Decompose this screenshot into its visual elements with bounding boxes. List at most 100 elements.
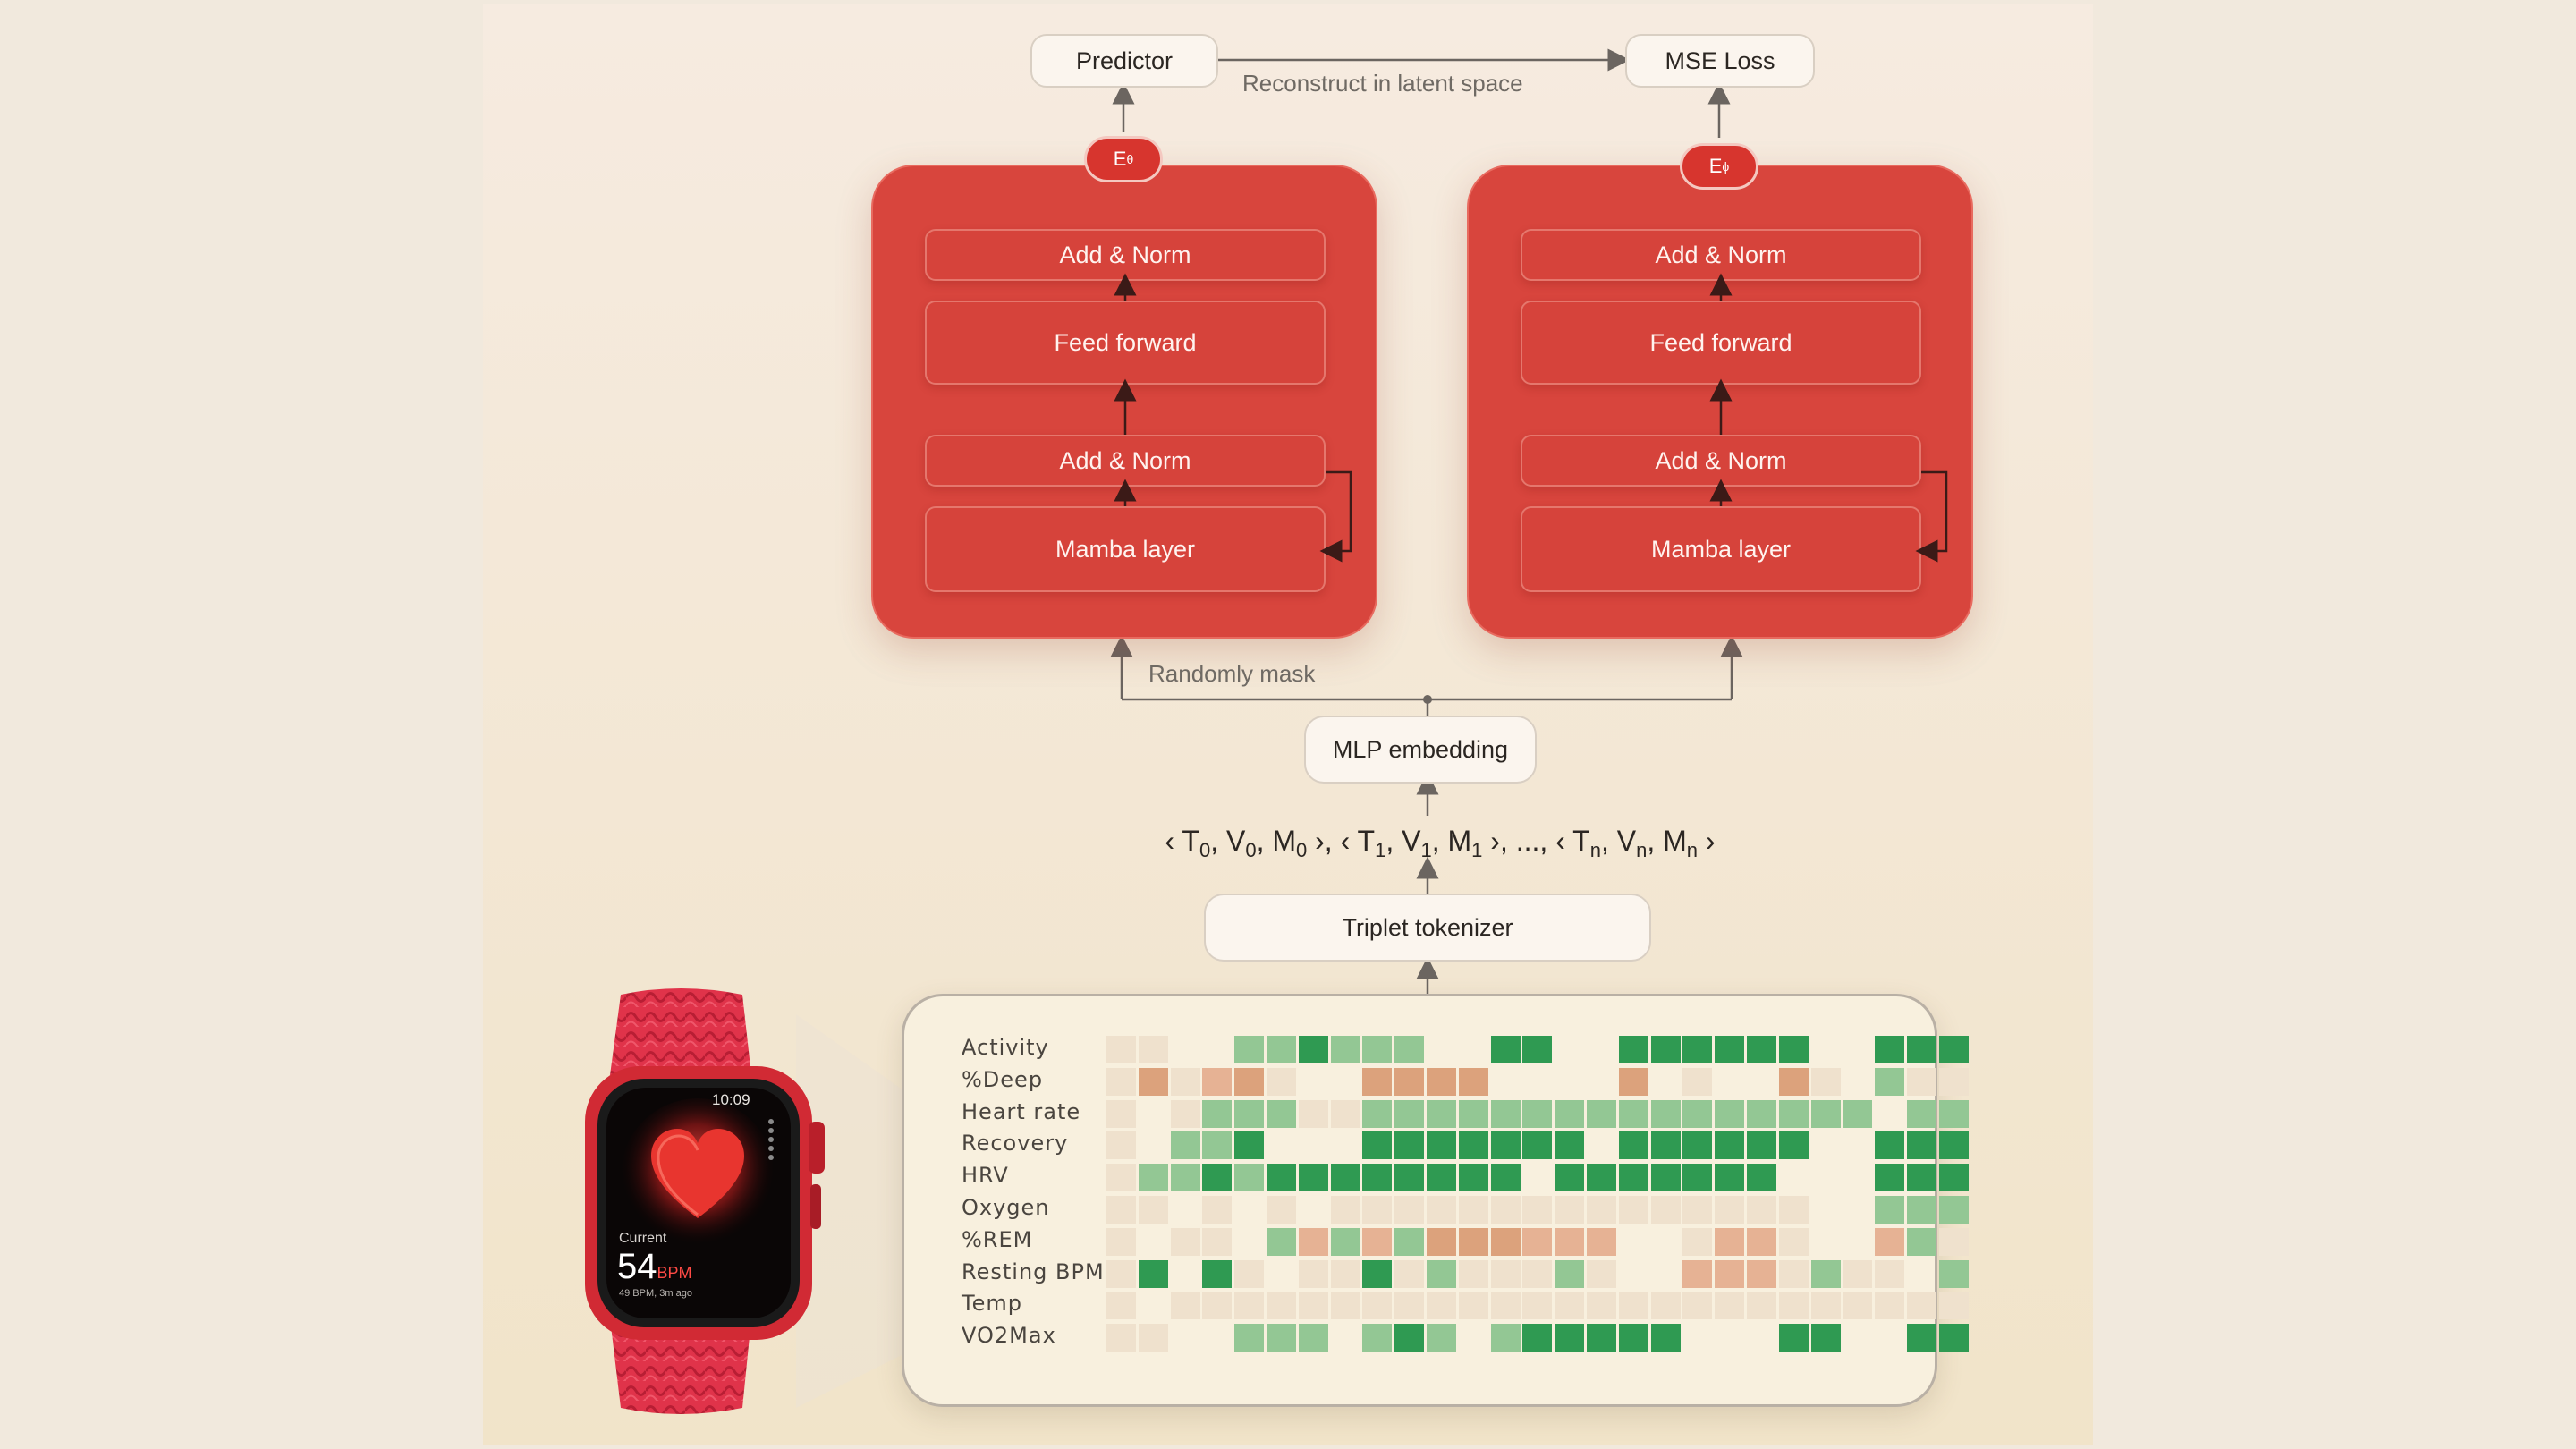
triplet-tokenizer-label: Triplet tokenizer [1342,913,1513,941]
heatmap-cell [1298,1036,1328,1063]
heatmap-cell [1907,1131,1936,1160]
heatmap-cell [1427,1196,1456,1224]
heatmap-cell [1747,1164,1776,1192]
heatmap-cell [1907,1036,1936,1063]
heatmap-cell [1394,1324,1425,1352]
heatmap-cell [1715,1196,1745,1224]
heatmap-cell [1618,1067,1648,1096]
heatmap-cell [1587,1324,1616,1352]
layer-label: Add & Norm [1655,241,1787,268]
heatmap-cell [1267,1099,1296,1128]
heatmap-cell [1362,1036,1393,1063]
heatmap-cell [1522,1196,1553,1224]
heatmap-cell [1907,1099,1936,1128]
heatmap-cell [1427,1067,1456,1096]
heatmap-cell [1938,1131,1969,1160]
target-encoder: Add & Norm Feed forward Add & Norm Mamba… [1467,165,1973,639]
heatmap-cell [1810,1259,1841,1288]
heatmap-cell [1106,1227,1136,1256]
heatmap-cell [1427,1324,1456,1352]
heatmap-cell [1427,1164,1456,1192]
heatmap-cell [1938,1292,1969,1320]
heatmap-cell [1234,1292,1265,1320]
diagram-slide: Predictor MSE Loss Reconstruct in latent… [483,4,2093,1445]
heatmap-cell [1650,1164,1681,1192]
heatmap-cell [1778,1227,1809,1256]
add-norm-block-bottom: Add & Norm [1521,435,1921,487]
heatmap-cell [1747,1259,1776,1288]
heatmap-cell [1907,1196,1936,1224]
heatmap-cell [1427,1099,1456,1128]
heatmap-cell [1682,1164,1713,1192]
heatmap-cell [1458,1259,1488,1288]
heatmap-cell [1522,1099,1553,1128]
heatmap-row-label: Temp [962,1291,1022,1317]
heatmap-cell [1170,1099,1200,1128]
heatmap-cell [1362,1099,1393,1128]
heatmap-cell [1106,1324,1136,1352]
heatmap-cell [1618,1036,1648,1063]
layer-label: Mamba layer [1055,535,1196,563]
watch-bpm-value: 54 [617,1247,657,1286]
heatmap-cell [1394,1259,1425,1288]
heatmap-cell [1330,1036,1360,1063]
heatmap-cell [1394,1292,1425,1320]
heatmap-cell [1490,1099,1521,1128]
heatmap-cell [1747,1036,1776,1063]
heatmap-cell [1298,1292,1328,1320]
heatmap-cell [1747,1292,1776,1320]
heatmap-cell [1650,1099,1681,1128]
encoder-internal-arrows [1709,273,1948,563]
heatmap-cell [1362,1292,1393,1320]
heatmap-row-label: Oxygen [962,1195,1050,1220]
heatmap-cell [1267,1196,1296,1224]
heatmap-cell [1490,1227,1521,1256]
heatmap-cell [1715,1164,1745,1192]
heatmap-cell [1778,1067,1809,1096]
heatmap-row-label: Recovery [962,1131,1069,1157]
heatmap-cell [1362,1227,1393,1256]
heatmap-cell [1618,1196,1648,1224]
heatmap-cell [1298,1324,1328,1352]
heatmap-cell [1778,1099,1809,1128]
heatmap-cell [1490,1164,1521,1192]
heatmap-cell [1555,1259,1585,1288]
heatmap-cell [1490,1196,1521,1224]
heatmap-cell [1490,1259,1521,1288]
heatmap-cell [1522,1292,1553,1320]
heatmap-cell [1555,1324,1585,1352]
heatmap-cell [1362,1131,1393,1160]
heatmap-cell [1587,1099,1616,1128]
heatmap-cell [1330,1099,1360,1128]
heatmap-cell [1587,1259,1616,1288]
heatmap-cell [1522,1036,1553,1063]
heatmap-cell [1778,1292,1809,1320]
heatmap-cell [1907,1324,1936,1352]
heatmap-cell [1715,1227,1745,1256]
heatmap-cell [1394,1036,1425,1063]
heatmap-cell [1618,1164,1648,1192]
heatmap-cell [1907,1164,1936,1192]
heatmap-cell [1682,1196,1713,1224]
heatmap-cell [1522,1324,1553,1352]
heatmap-cell [1427,1259,1456,1288]
heatmap-cell [1458,1196,1488,1224]
mse-loss-box: MSE Loss [1625,34,1815,88]
heatmap-cell [1458,1067,1488,1096]
heatmap-cell [1170,1131,1200,1160]
watch-current-label: Current [619,1231,667,1246]
heatmap-cell [1234,1036,1265,1063]
heatmap-cell [1490,1036,1521,1063]
heatmap-cell [1875,1067,1905,1096]
heatmap-cell [1106,1164,1136,1192]
heatmap-cell [1938,1227,1969,1256]
heatmap-cell [1138,1259,1168,1288]
heatmap-cell [1298,1227,1328,1256]
add-norm-block-top: Add & Norm [925,229,1326,281]
mlp-embedding-box: MLP embedding [1304,716,1537,784]
heatmap-cell [1810,1099,1841,1128]
heatmap-cell [1843,1099,1873,1128]
heatmap-cell [1106,1099,1136,1128]
heatmap-cell [1938,1324,1969,1352]
